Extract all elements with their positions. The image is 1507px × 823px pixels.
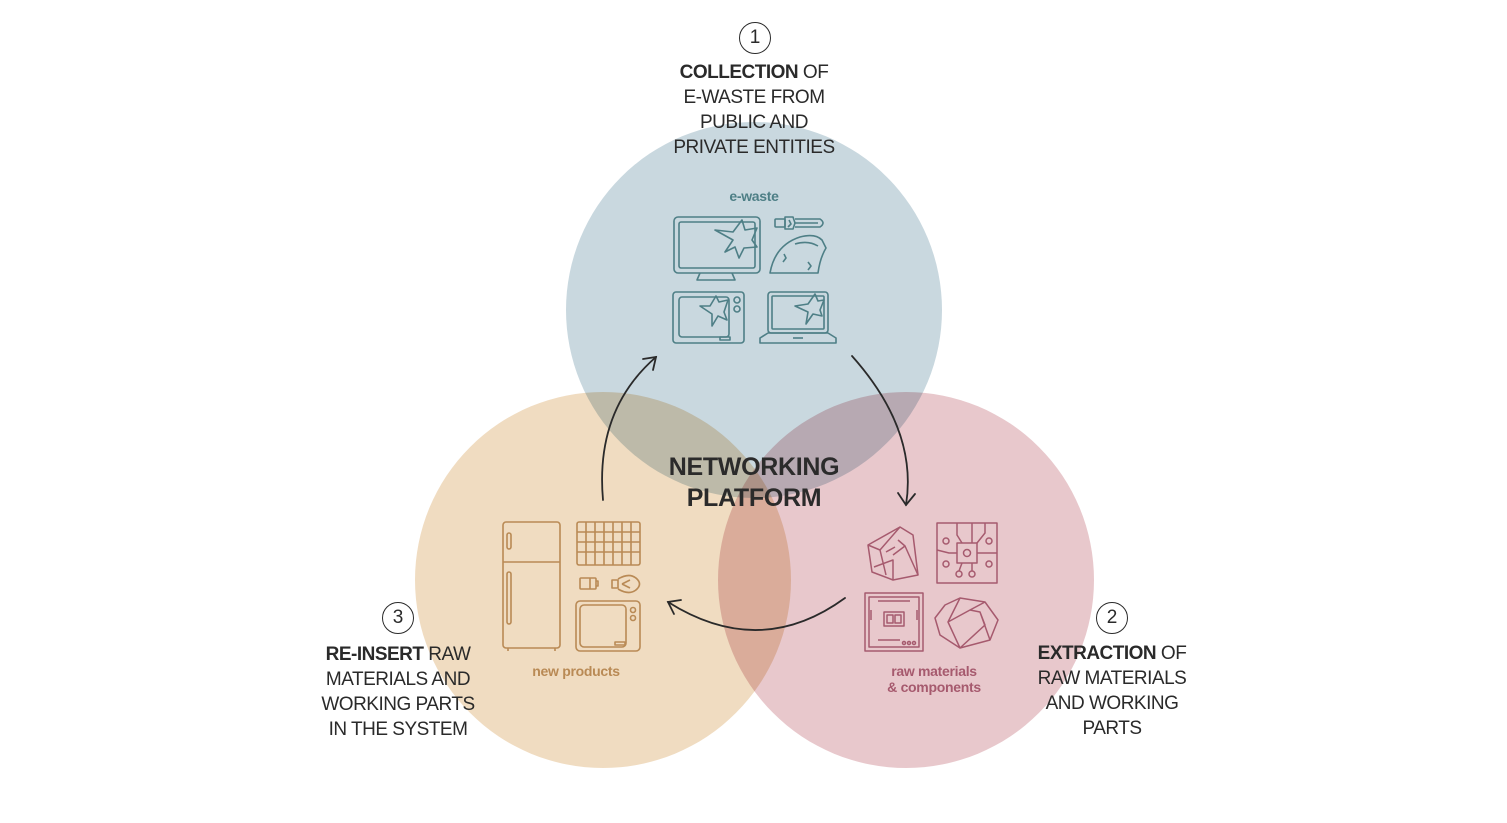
circuit-board-icon bbox=[936, 522, 998, 584]
step-1-line-0: OF bbox=[798, 62, 829, 83]
step-1-number: 1 bbox=[739, 22, 771, 54]
arrowhead-reinsert-to-collection bbox=[642, 355, 658, 371]
rock-ore-icon bbox=[867, 526, 919, 581]
broken-iron-icon bbox=[769, 234, 827, 274]
step-1-description: COLLECTION OF E-WASTE FROM PUBLIC AND PR… bbox=[620, 60, 888, 160]
raw-materials-label: raw materials & components bbox=[860, 663, 1008, 695]
battery-icon bbox=[579, 577, 599, 590]
arrowhead-collection-to-extraction bbox=[897, 492, 916, 507]
step-2-line-3: PARTS bbox=[1082, 718, 1142, 739]
step-3-line-1: MATERIALS AND bbox=[325, 669, 471, 690]
new-products-label: new products bbox=[532, 663, 620, 679]
step-3-line-0: RAW bbox=[423, 644, 471, 665]
crystal-ore-icon bbox=[934, 597, 999, 649]
step-2-line-2: AND WORKING bbox=[1045, 693, 1179, 714]
step-2-line-1: RAW MATERIALS bbox=[1037, 668, 1187, 689]
step-3-line-2: WORKING PARTS bbox=[321, 694, 475, 715]
step-3-title: RE-INSERT bbox=[325, 644, 424, 665]
step-1-line-3: PRIVATE ENTITIES bbox=[673, 137, 835, 158]
arrow-reinsert-to-collection bbox=[601, 356, 657, 501]
refrigerator-icon bbox=[502, 521, 561, 651]
center-title-line-2: PLATFORM bbox=[686, 484, 822, 512]
television-icon bbox=[575, 600, 641, 652]
center-title-line-1: NETWORKING bbox=[668, 453, 840, 481]
step-3-description: RE-INSERT RAW MATERIALS AND WORKING PART… bbox=[286, 642, 510, 742]
step-1-title: COLLECTION bbox=[679, 62, 799, 83]
arrow-extraction-to-reinsert bbox=[667, 597, 846, 631]
broken-cfl-bulb-icon bbox=[774, 216, 824, 230]
step-3-number: 3 bbox=[382, 602, 414, 634]
raw-materials-label-line-2: & components bbox=[887, 679, 981, 695]
step-1-line-1: E-WASTE FROM bbox=[683, 87, 825, 108]
arrowhead-extraction-to-reinsert bbox=[666, 599, 682, 615]
arrow-collection-to-extraction bbox=[851, 355, 909, 506]
step-2-line-0: OF bbox=[1156, 643, 1187, 664]
step-1-line-2: PUBLIC AND bbox=[700, 112, 808, 133]
broken-laptop-icon bbox=[759, 291, 837, 344]
ewaste-label: e-waste bbox=[729, 188, 779, 204]
raw-materials-label-line-1: raw materials bbox=[891, 663, 977, 679]
solar-panel-icon bbox=[576, 521, 641, 566]
step-2-title: EXTRACTION bbox=[1037, 643, 1157, 664]
step-2-number: 2 bbox=[1096, 602, 1128, 634]
step-3-line-3: IN THE SYSTEM bbox=[328, 719, 468, 740]
broken-monitor-icon bbox=[673, 216, 761, 281]
raw-circle bbox=[718, 392, 1094, 768]
networking-platform-title: NETWORKING PLATFORM bbox=[624, 452, 884, 514]
cpu-chip-icon bbox=[864, 592, 924, 652]
step-2-description: EXTRACTION OF RAW MATERIALS AND WORKING … bbox=[1000, 641, 1224, 741]
products-circle bbox=[415, 392, 791, 768]
broken-microwave-icon bbox=[672, 291, 745, 344]
light-bulb-icon bbox=[611, 574, 641, 594]
